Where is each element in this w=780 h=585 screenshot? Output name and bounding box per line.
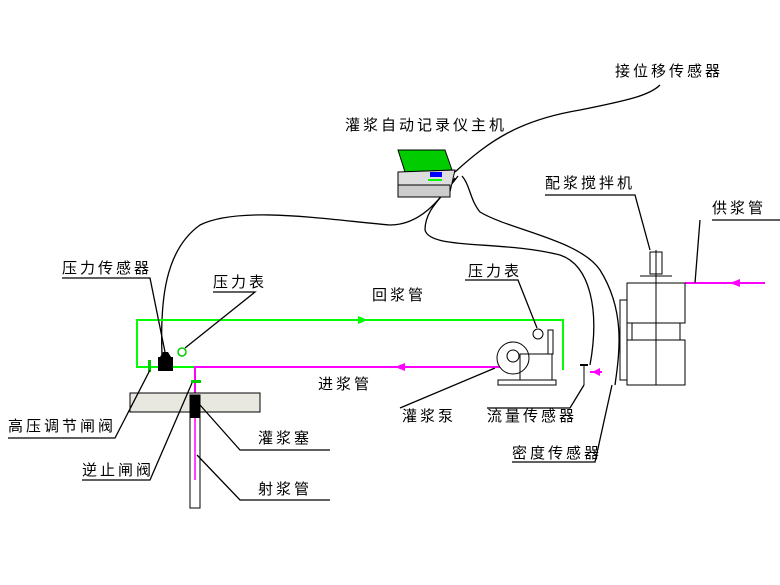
label-jet-pipe: 射浆管 [258,480,312,498]
mixer [619,250,686,386]
grout-pump [496,328,557,386]
displacement-cable [454,84,661,173]
label-hp-valve: 高压调节闸阀 [8,417,116,435]
label-inlet-pipe: 进浆管 [318,375,372,393]
label-density-sensor: 密度传感器 [512,444,602,462]
label-pressure-gauge-left: 压力表 [213,273,267,291]
label-flow-sensor: 流量传感器 [487,407,577,425]
label-mixer: 配浆搅拌机 [545,174,635,192]
pressure-sensor-cable [161,177,456,356]
label-return-pipe: 回浆管 [372,286,426,304]
density-sensor-cable [461,175,620,386]
label-recorder-host: 灌浆自动记录仪主机 [345,116,507,134]
pressure-sensor [158,357,173,371]
flow-sensor-cable [424,175,595,366]
label-pressure-sensor: 压力传感器 [62,259,152,277]
hp-valve [148,360,151,372]
packer [190,395,200,418]
recorder-host [397,149,456,198]
label-packer: 灌浆塞 [258,429,312,447]
label-displacement-sensor: 接位移传感器 [615,62,723,80]
return-pipe [136,319,564,370]
label-pressure-gauge-right: 压力表 [468,262,522,280]
label-supply-pipe: 供浆管 [712,199,766,217]
label-grout-pump: 灌浆泵 [402,407,456,425]
pressure-gauge [177,347,187,357]
label-check-valve: 逆止闸阀 [82,461,154,479]
check-valve [191,380,201,383]
